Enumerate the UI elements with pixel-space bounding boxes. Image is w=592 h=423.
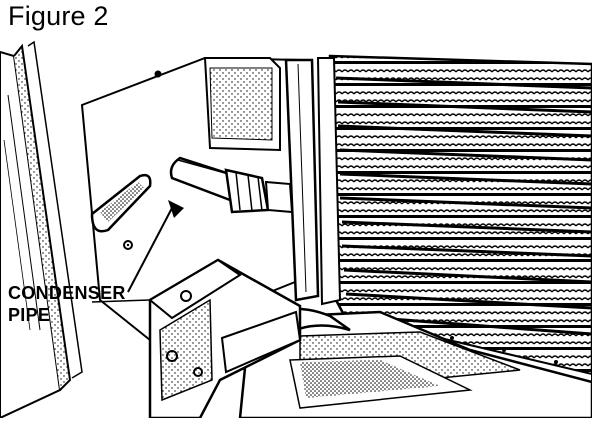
- cabinet-side-panel: [0, 40, 83, 420]
- vertical-pipe: [284, 58, 320, 302]
- callout-line-2: PIPE: [8, 305, 51, 325]
- condenser-pipe: [169, 156, 294, 214]
- figure-title: Figure 2: [8, 1, 109, 31]
- condenser-pipe-label: CONDENSER PIPE: [8, 282, 126, 326]
- callout-leader: [91, 200, 184, 303]
- mounting-plate: [203, 57, 281, 152]
- foreground-bracket: [148, 258, 302, 420]
- condenser-coil: [316, 54, 592, 398]
- callout-line-1: CONDENSER: [8, 283, 126, 303]
- base-tray: [238, 310, 592, 420]
- wall-oval-hole: [90, 173, 152, 233]
